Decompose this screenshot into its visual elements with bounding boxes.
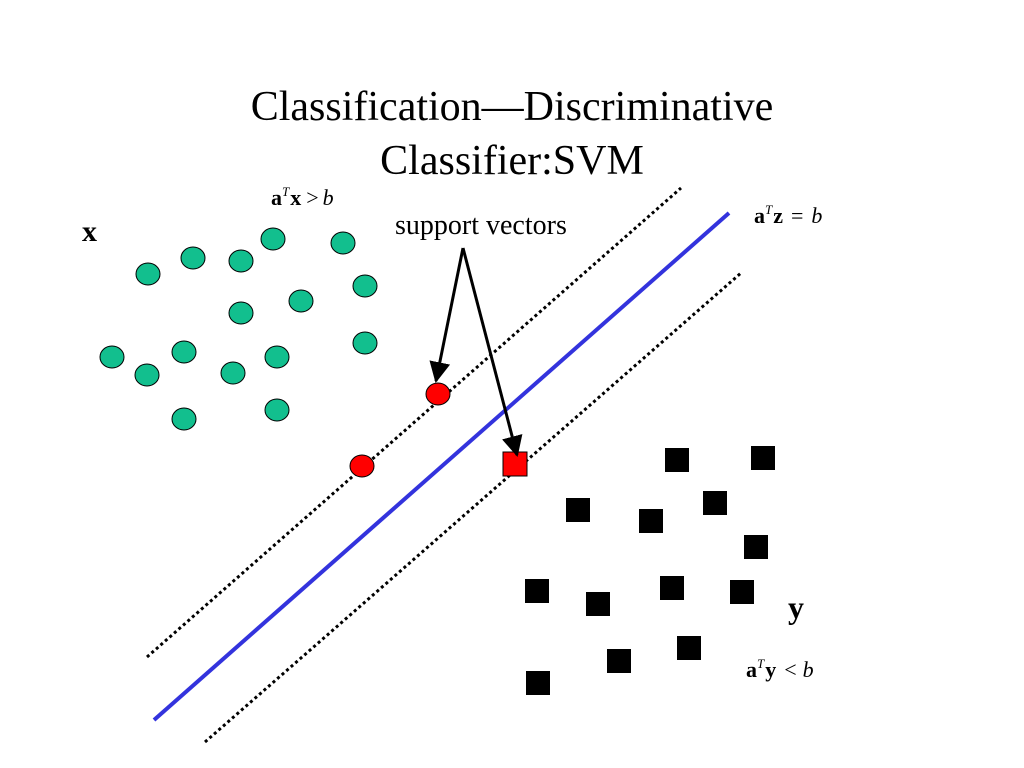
eq-a: a bbox=[746, 657, 757, 682]
arrow-to-upper-support-vector bbox=[429, 247, 465, 384]
upper-margin-equation: aTx>b bbox=[271, 184, 334, 210]
class-x-point bbox=[135, 262, 161, 286]
slide-title: Classification—Discriminative Classifier… bbox=[0, 80, 1024, 188]
class-x-point bbox=[171, 407, 197, 431]
class-x-point bbox=[180, 246, 206, 270]
class-y-points bbox=[525, 446, 775, 695]
lower-margin-equation: aTy < b bbox=[746, 656, 814, 682]
support-vector-y bbox=[502, 451, 528, 477]
class-y-point bbox=[744, 535, 768, 559]
class-x-point bbox=[330, 231, 356, 255]
eq-b: b bbox=[803, 657, 814, 682]
class-y-point bbox=[607, 649, 631, 673]
support-vector-x-lower bbox=[349, 454, 375, 478]
class-x-label: x bbox=[82, 215, 97, 248]
eq-a: a bbox=[754, 203, 765, 228]
class-y-point bbox=[586, 592, 610, 616]
title-line-1: Classification—Discriminative bbox=[250, 84, 774, 130]
upper-margin-line bbox=[146, 186, 682, 659]
class-y-point bbox=[525, 579, 549, 603]
class-x-point bbox=[264, 345, 290, 369]
class-x-point bbox=[264, 398, 290, 422]
eq-b: b bbox=[323, 185, 334, 210]
decision-boundary-line bbox=[152, 211, 731, 722]
class-x-point bbox=[228, 249, 254, 273]
class-y-point bbox=[660, 576, 684, 600]
class-x-point bbox=[352, 331, 378, 355]
class-x-point bbox=[288, 289, 314, 313]
class-x-point bbox=[260, 227, 286, 251]
eq-transpose: T bbox=[282, 184, 290, 199]
class-y-point bbox=[566, 498, 590, 522]
class-y-point bbox=[526, 671, 550, 695]
eq-variable: z bbox=[773, 203, 783, 228]
title-line-2: Classifier:SVM bbox=[380, 138, 644, 184]
class-y-point bbox=[730, 580, 754, 604]
class-x-point bbox=[352, 274, 378, 298]
eq-a: a bbox=[271, 185, 282, 210]
support-vector-x-upper bbox=[425, 382, 451, 406]
arrow-to-square-support-vector bbox=[461, 247, 523, 458]
class-x-point bbox=[99, 345, 125, 369]
class-y-point bbox=[677, 636, 701, 660]
class-y-point bbox=[639, 509, 663, 533]
class-x-point bbox=[228, 301, 254, 325]
eq-transpose: T bbox=[757, 656, 765, 671]
class-x-points bbox=[99, 227, 378, 431]
support-vectors-label: support vectors bbox=[395, 210, 567, 241]
class-x-point bbox=[220, 361, 246, 385]
class-y-point bbox=[751, 446, 775, 470]
eq-variable: y bbox=[765, 657, 776, 682]
class-y-point bbox=[665, 448, 689, 472]
eq-transpose: T bbox=[765, 202, 773, 217]
eq-operator: < bbox=[784, 657, 796, 682]
class-y-label: y bbox=[788, 589, 804, 625]
eq-b: b bbox=[811, 203, 822, 228]
class-x-point bbox=[134, 363, 160, 387]
eq-variable: x bbox=[290, 185, 301, 210]
boundary-equation: aTz = b bbox=[754, 202, 822, 228]
class-y-point bbox=[703, 491, 727, 515]
lower-margin-line bbox=[204, 271, 742, 744]
eq-operator: = bbox=[791, 203, 803, 228]
eq-operator: > bbox=[306, 185, 318, 210]
class-x-point bbox=[171, 340, 197, 364]
